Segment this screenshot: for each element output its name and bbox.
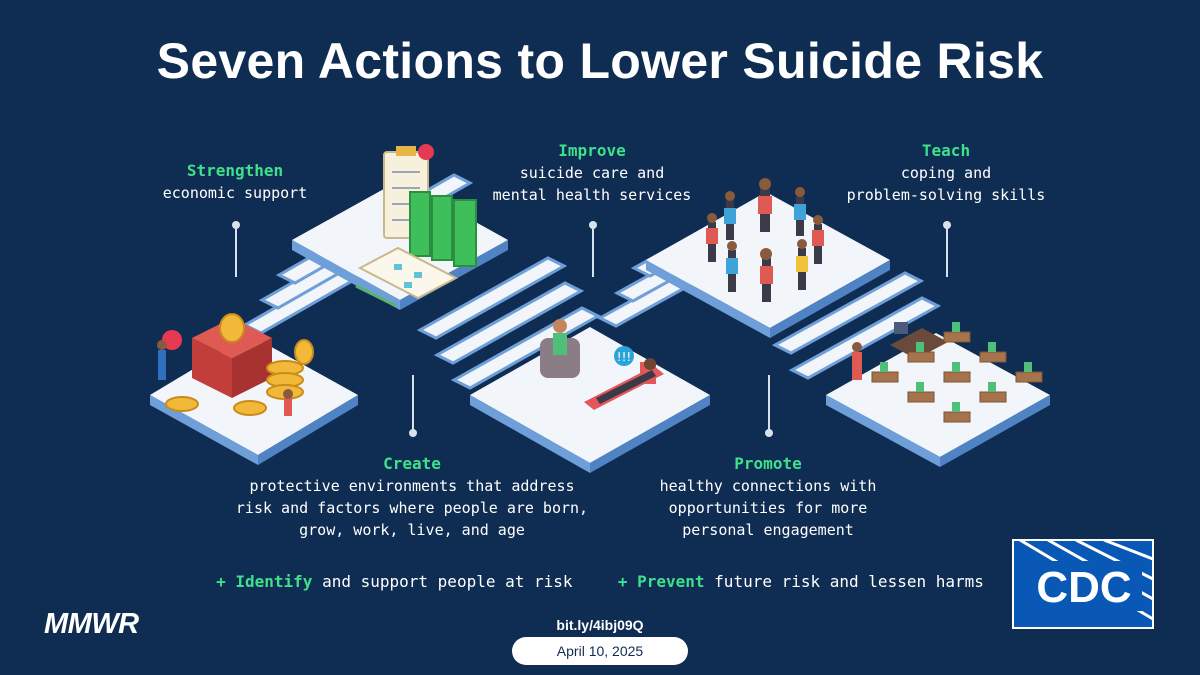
page-title: Seven Actions to Lower Suicide Risk: [156, 33, 1044, 89]
connector-improve: [589, 221, 597, 277]
platform-classroom: [826, 322, 1050, 467]
action-improve-line-1: suicide care and: [519, 164, 665, 182]
action-create-head: Create: [383, 454, 441, 473]
action-improve-head: Improve: [558, 141, 626, 160]
cdc-logo-text: CDC: [1036, 563, 1131, 612]
action-create-line-2: risk and factors where people are born,: [235, 499, 589, 517]
action-strengthen-head: Strengthen: [186, 161, 284, 180]
action-create: Create protective environments that addr…: [232, 453, 592, 541]
platform-economic: [150, 313, 358, 465]
action-promote-line-2: opportunities for more: [668, 499, 868, 517]
additional-actions: + Identify and support people at risk + …: [0, 572, 1200, 591]
action-promote: Promote healthy connections with opportu…: [634, 453, 902, 541]
identify-plus: +: [216, 572, 226, 591]
platform-people-circle: [646, 178, 890, 338]
action-promote-line-1: healthy connections with: [659, 477, 877, 495]
cdc-logo-icon: CDC: [1012, 539, 1154, 629]
action-improve: Improve suicide care and mental health s…: [472, 140, 712, 206]
identify-text: and support people at risk: [322, 572, 573, 591]
date-badge: April 10, 2025: [512, 637, 688, 665]
connector-strengthen: [232, 221, 240, 277]
action-teach-head: Teach: [921, 141, 971, 160]
action-strengthen-line: economic support: [162, 184, 308, 202]
action-promote-line-3: personal engagement: [682, 521, 854, 539]
platform-therapy: !!!: [470, 319, 710, 473]
action-teach: Teach coping and problem-solving skills: [836, 140, 1056, 206]
prevent-text: future risk and lessen harms: [714, 572, 984, 591]
connector-create: [409, 375, 417, 437]
connector-promote: [765, 375, 773, 437]
prevent-keyword: Prevent: [637, 572, 705, 591]
action-create-line-3: grow, work, live, and age: [299, 521, 525, 539]
action-promote-head: Promote: [734, 454, 802, 473]
action-strengthen: Strengthen economic support: [135, 160, 335, 204]
mmwr-logo: MMWR: [44, 608, 139, 640]
prevent-plus: +: [617, 572, 628, 591]
short-link[interactable]: bit.ly/4ibj09Q: [556, 617, 644, 633]
platform-clipboard: [292, 144, 508, 310]
action-improve-line-2: mental health services: [492, 186, 692, 204]
connector-teach: [943, 221, 951, 277]
identify-keyword: Identify: [235, 572, 313, 591]
svg-text:!!!: !!!: [617, 350, 631, 364]
action-teach-line-2: problem-solving skills: [846, 186, 1046, 204]
action-create-line-1: protective environments that address: [249, 477, 575, 495]
action-teach-line-1: coping and: [900, 164, 992, 182]
